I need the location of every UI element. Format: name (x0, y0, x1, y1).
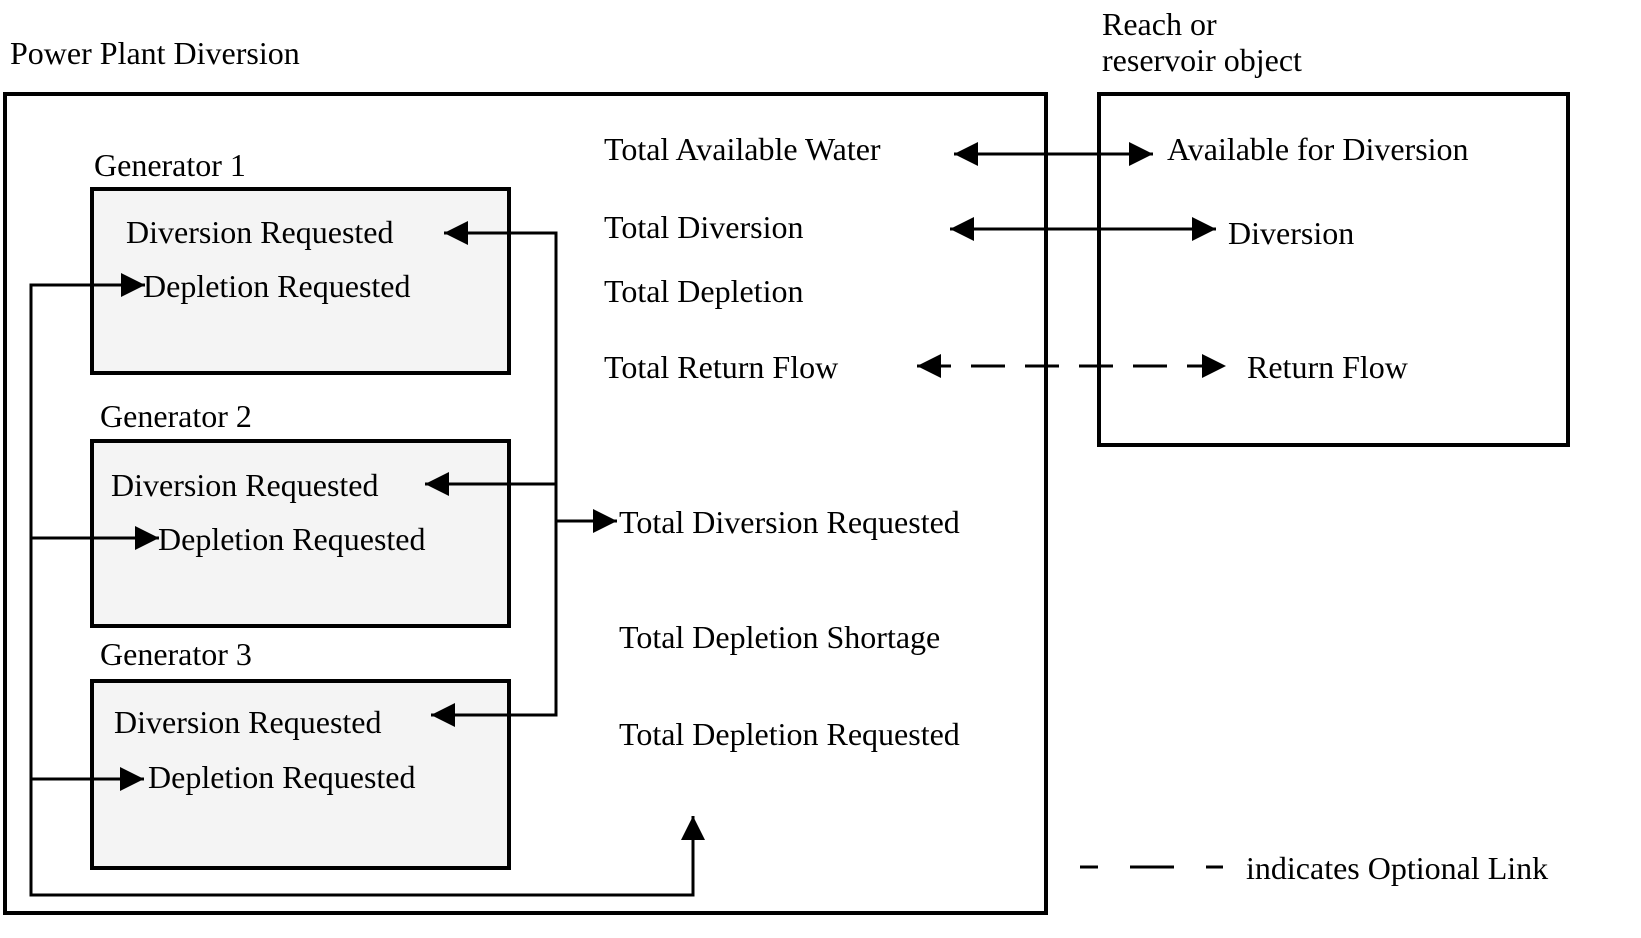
depletion-request-line (29, 273, 705, 897)
generator-2-diversion-requested: Diversion Requested (111, 467, 379, 503)
slot-total-available-water: Total Available Water (604, 131, 881, 167)
power-plant-box (3, 92, 1048, 915)
slot-total-depletion: Total Depletion (604, 273, 803, 309)
slot-return-flow: Return Flow (1247, 349, 1408, 385)
generator-1-title: Generator 1 (94, 147, 246, 183)
generator-3-title: Generator 3 (100, 636, 252, 672)
generator-1-depletion-requested: Depletion Requested (143, 268, 410, 304)
slot-total-diversion: Total Diversion (604, 209, 804, 245)
slot-total-depletion-requested: Total Depletion Requested (619, 716, 960, 752)
reach-title-line2: reservoir object (1102, 42, 1302, 78)
generator-3-depletion-requested: Depletion Requested (148, 759, 415, 795)
plant-title: Power Plant Diversion (10, 35, 300, 71)
legend-optional-link: indicates Optional Link (1246, 850, 1548, 886)
slot-total-diversion-requested: Total Diversion Requested (619, 504, 960, 540)
slot-diversion: Diversion (1228, 215, 1354, 251)
slot-total-return-flow: Total Return Flow (604, 349, 838, 385)
generator-2-depletion-requested: Depletion Requested (158, 521, 425, 557)
generator-2-title: Generator 2 (100, 398, 252, 434)
reach-title-line1: Reach or (1102, 6, 1217, 42)
slot-available-for-diversion: Available for Diversion (1167, 131, 1469, 167)
generator-3-diversion-requested: Diversion Requested (114, 704, 382, 740)
reach-box (1097, 92, 1570, 447)
slot-total-depletion-shortage: Total Depletion Shortage (619, 619, 940, 655)
generator-1-diversion-requested: Diversion Requested (126, 214, 394, 250)
